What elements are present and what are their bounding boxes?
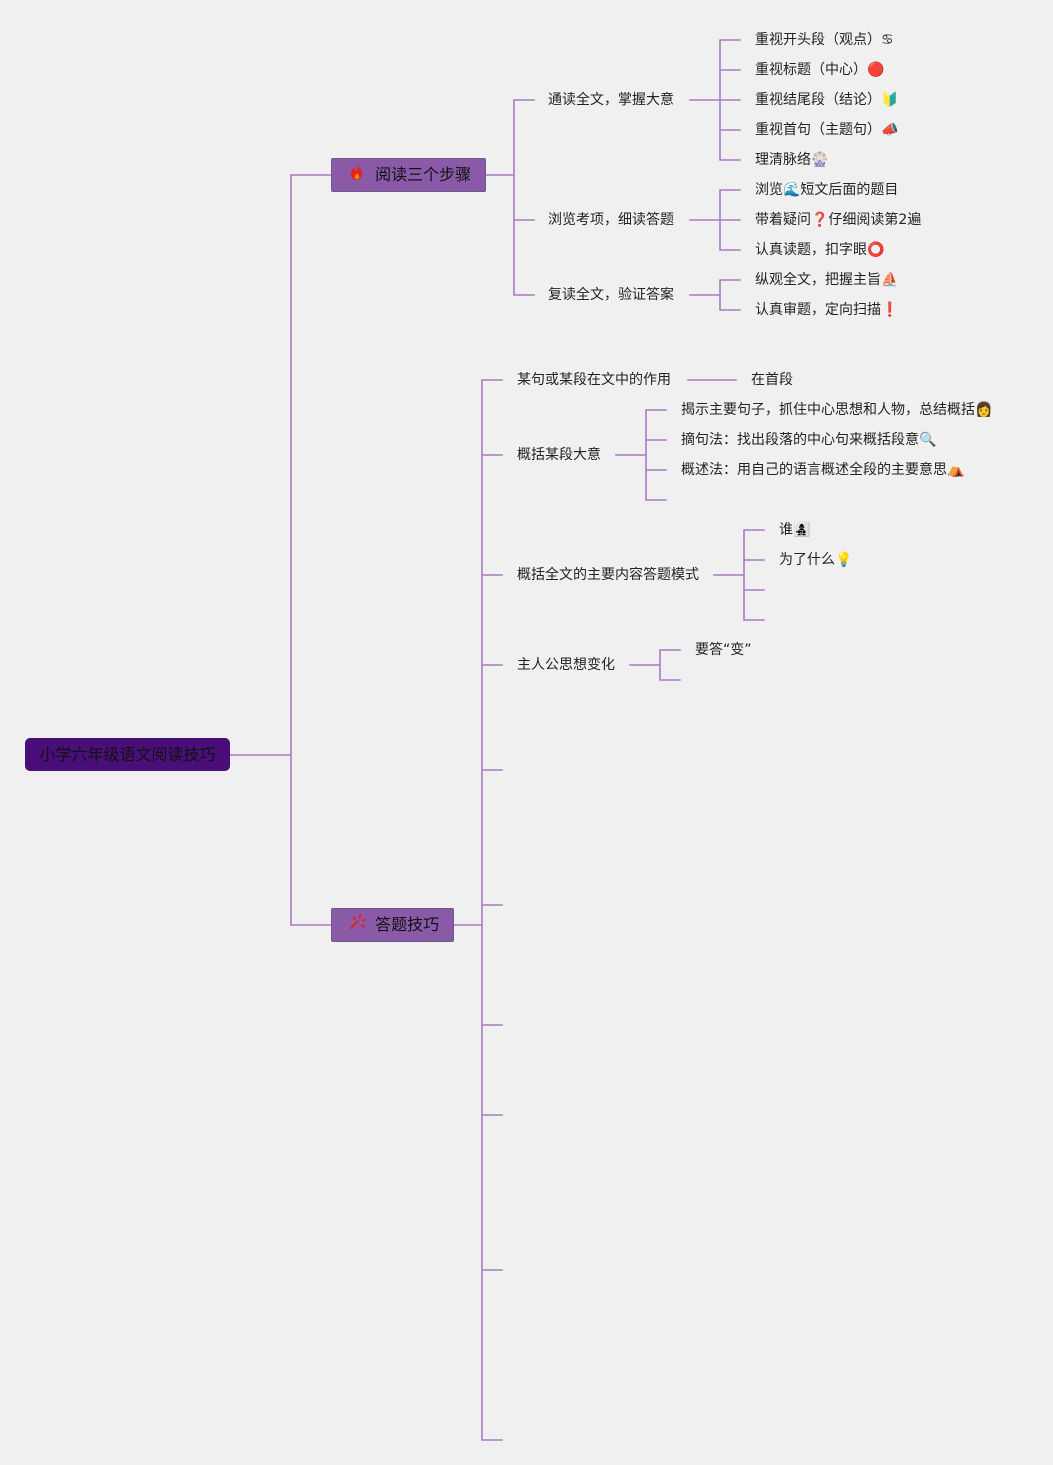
leaf-structure[interactable]: 理清脉络🎡 — [755, 152, 829, 168]
sparkle-icon — [348, 910, 366, 942]
connector-skills — [451, 379, 503, 1441]
branch-answer-skills[interactable]: 答题技巧 — [331, 908, 455, 942]
leaf-answer-change[interactable]: 要答“变” — [695, 642, 752, 658]
leaf-extract-sentence[interactable]: 摘句法：找出段落的中心句来概括段意🔍 — [681, 432, 937, 448]
leaf-first-paragraph[interactable]: 在首段 — [751, 372, 793, 388]
leaf-reveal-key-sentence[interactable]: 揭示主要句子，抓住中心思想和人物，总结概括👩 — [681, 402, 993, 418]
topic-full-text-summary[interactable]: 概括全文的主要内容答题模式 — [517, 567, 699, 583]
leaf-second-read[interactable]: 带着疑问❓仔细阅读第2遍 — [755, 212, 922, 228]
connector-step-1 — [689, 39, 741, 161]
leaf-read-carefully[interactable]: 认真读题，扣字眼⭕ — [755, 242, 885, 258]
connector-topic-4 — [629, 649, 681, 681]
leaf-opening-paragraph[interactable]: 重视开头段（观点）♋ — [755, 32, 894, 48]
fire-icon — [348, 160, 366, 192]
connector-step-2 — [689, 189, 741, 251]
connector-step-3 — [689, 279, 741, 311]
leaf-closing-paragraph[interactable]: 重视结尾段（结论）🔰 — [755, 92, 899, 108]
connector-topic-3 — [713, 529, 765, 621]
root-node[interactable]: 小学六年级语文阅读技巧 — [25, 738, 230, 771]
root-label: 小学六年级语文阅读技巧 — [39, 745, 216, 764]
leaf-topic-sentence[interactable]: 重视首句（主题句）📣 — [755, 122, 899, 138]
leaf-who[interactable]: 谁👩‍👧‍👦 — [779, 522, 811, 538]
step-browse-questions[interactable]: 浏览考项，细读答题 — [548, 212, 674, 228]
topic-paragraph-summary[interactable]: 概括某段大意 — [517, 447, 601, 463]
connector-root — [229, 174, 332, 926]
step-skim-full-text[interactable]: 通读全文，掌握大意 — [548, 92, 674, 108]
step-reread-verify[interactable]: 复读全文，验证答案 — [548, 287, 674, 303]
topic-sentence-function[interactable]: 某句或某段在文中的作用 — [517, 372, 671, 388]
leaf-main-idea[interactable]: 纵观全文，把握主旨⛵ — [755, 272, 899, 288]
leaf-own-words[interactable]: 概述法：用自己的语言概述全段的主要意思⛺ — [681, 462, 965, 478]
connector-reading — [483, 99, 535, 296]
connector-topic-2 — [615, 409, 667, 501]
branch-reading-label: 阅读三个步骤 — [375, 165, 472, 184]
branch-reading-steps[interactable]: 阅读三个步骤 — [331, 158, 487, 192]
topic-protagonist-change[interactable]: 主人公思想变化 — [517, 657, 615, 673]
leaf-for-what[interactable]: 为了什么💡 — [779, 552, 853, 568]
leaf-targeted-scan[interactable]: 认真审题，定向扫描❗ — [755, 302, 899, 318]
leaf-title[interactable]: 重视标题（中心）🔴 — [755, 62, 885, 78]
branch-skills-label: 答题技巧 — [375, 915, 440, 934]
leaf-browse-questions[interactable]: 浏览🌊短文后面的题目 — [755, 182, 899, 198]
